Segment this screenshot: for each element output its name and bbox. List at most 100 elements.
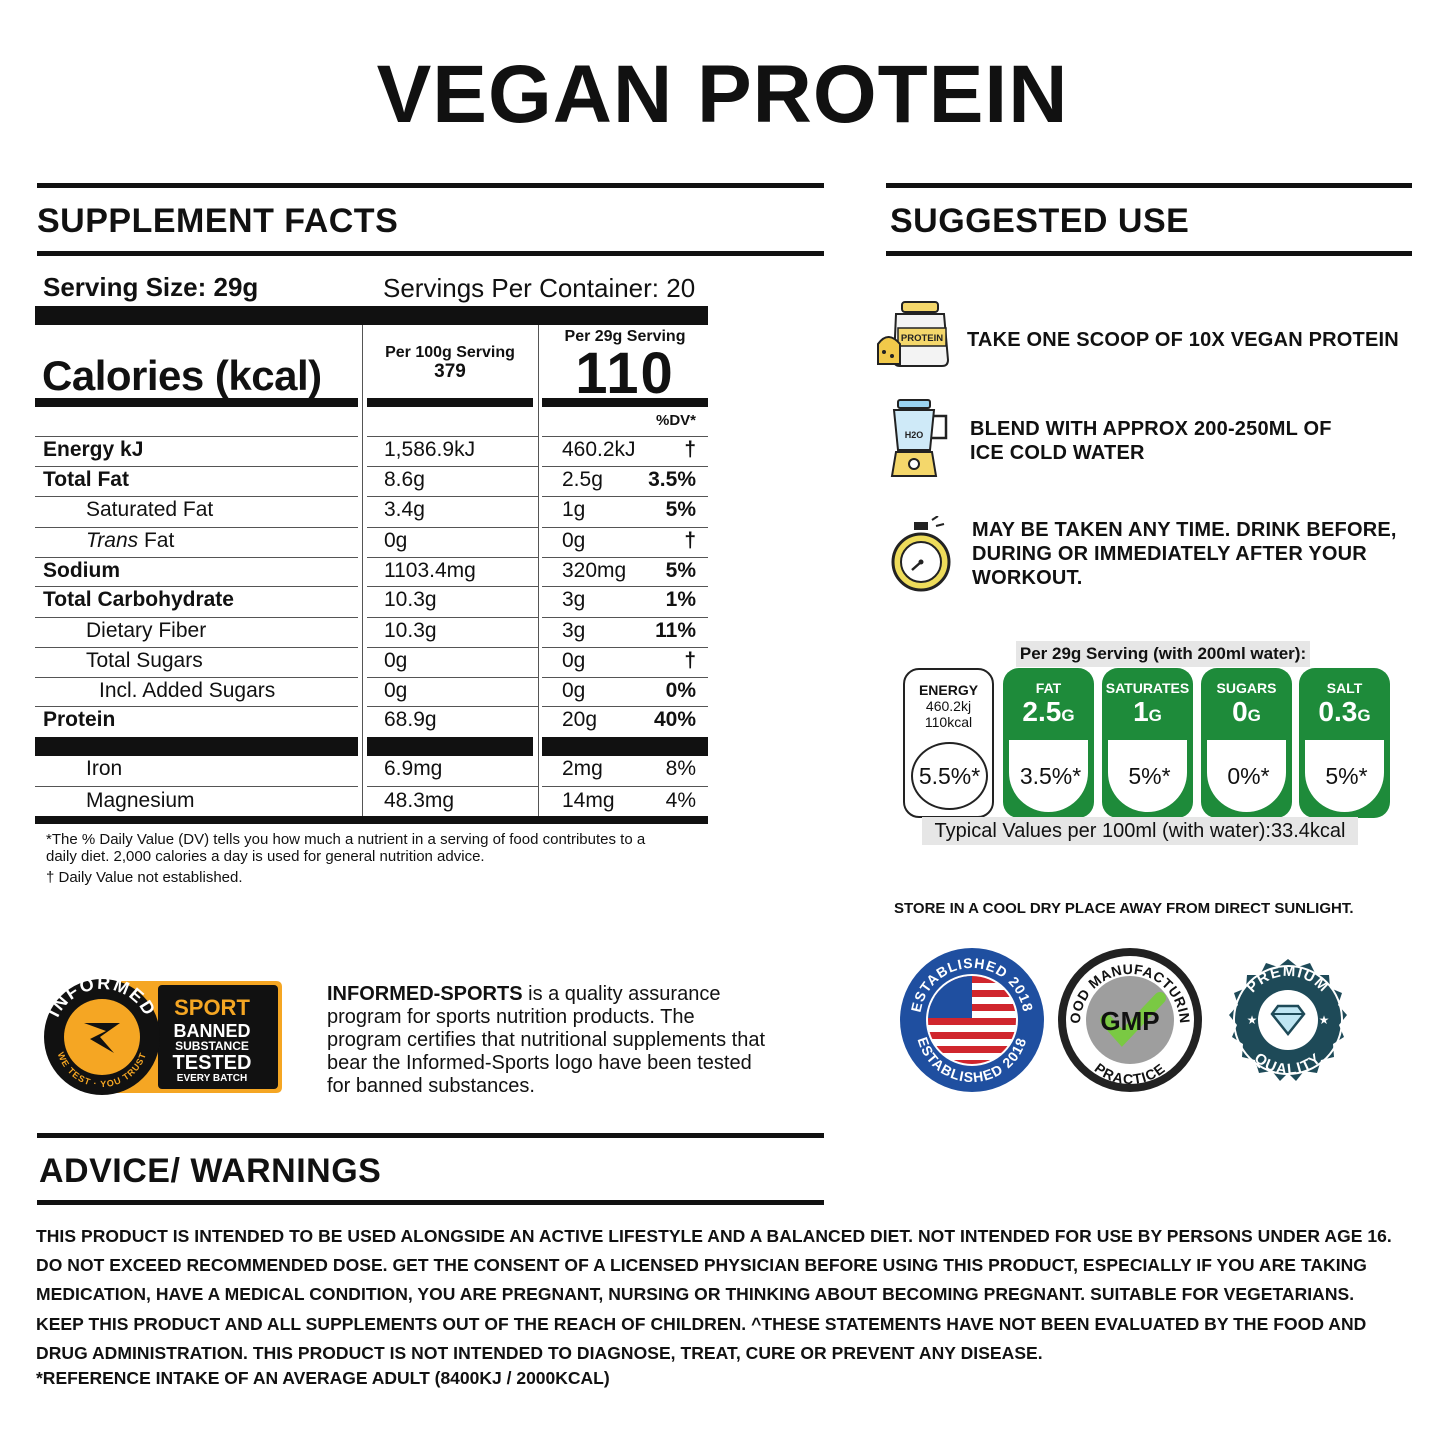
- row-divider: [35, 617, 358, 618]
- nutrient-name: Dietary Fiber: [86, 619, 207, 642]
- warning-line-3: MEDICATION, HAVE A MEDICAL CONDITION, YO…: [36, 1284, 1355, 1305]
- value-per-29g: 0g: [562, 529, 586, 552]
- tile-percent: 5%*: [1310, 742, 1383, 810]
- tile-unit: G: [1061, 706, 1075, 725]
- traffic-tile-energy: ENERGY 460.2kj 110kcal 5.5%*: [903, 668, 994, 818]
- tile-amount: 0.3: [1318, 696, 1358, 727]
- daily-value: 4%: [665, 789, 696, 812]
- thick-bar: [35, 816, 708, 824]
- traffic-label-footer: Typical Values per 100ml (with water):33…: [922, 817, 1358, 845]
- use-step-2-line-2: ICE COLD WATER: [970, 442, 1145, 464]
- value-per-100g: 68.9g: [384, 708, 437, 731]
- daily-value: 1%: [665, 588, 696, 611]
- thick-bar: [35, 398, 358, 407]
- nutrient-name: Total Carbohydrate: [43, 588, 234, 611]
- value-per-29g: 3g: [562, 588, 586, 611]
- row-divider: [367, 496, 538, 497]
- row-divider: [367, 586, 538, 587]
- footnote-dagger: † Daily Value not established.: [46, 869, 243, 886]
- row-divider: [367, 436, 538, 437]
- warning-line-2: DO NOT EXCEED RECOMMENDED DOSE. GET THE …: [36, 1255, 1367, 1276]
- substance-text: SUBSTANCE: [175, 1039, 249, 1053]
- divider: [886, 251, 1412, 256]
- row-divider: [542, 557, 708, 558]
- row-divider: [35, 647, 358, 648]
- protein-tub-icon: PROTEIN: [877, 301, 950, 367]
- informed-sport-logo: INFORMED WE TEST · YOU TRUST SPORT BANNE…: [43, 975, 282, 1095]
- value-per-100g: 0g: [384, 649, 408, 672]
- row-divider: [367, 677, 538, 678]
- tile-amount: 1: [1133, 696, 1149, 727]
- page-title: VEGAN PROTEIN: [376, 49, 1069, 140]
- value-per-100g: 1103.4mg: [384, 559, 476, 582]
- thick-bar: [542, 737, 708, 756]
- per-100g-header: Per 100g Serving 379: [368, 343, 532, 381]
- use-step-3-line-3: WORKOUT.: [972, 567, 1083, 589]
- sport-text: SPORT: [174, 995, 250, 1020]
- nutrient-name-rest: Fat: [138, 529, 175, 552]
- use-step-2: BLEND WITH APPROX 200-250ML OF ICE COLD …: [970, 417, 1332, 465]
- use-step-3-line-1: MAY BE TAKEN ANY TIME. DRINK BEFORE,: [972, 519, 1397, 541]
- calories-100g: 379: [434, 361, 466, 382]
- row-divider: [542, 586, 708, 587]
- row-divider: [542, 647, 708, 648]
- row-divider: [542, 436, 708, 437]
- suggested-use-heading: SUGGESTED USE: [890, 202, 1190, 240]
- use-step-3: MAY BE TAKEN ANY TIME. DRINK BEFORE, DUR…: [972, 518, 1397, 590]
- value-per-100g: 10.3g: [384, 588, 437, 611]
- row-divider: [542, 496, 708, 497]
- row-divider: [367, 617, 538, 618]
- energy-pct: 5.5%*: [911, 742, 988, 810]
- divider: [886, 183, 1412, 188]
- traffic-label-header: Per 29g Serving (with 200ml water):: [1016, 641, 1310, 667]
- divider: [37, 1200, 824, 1205]
- row-divider: [367, 647, 538, 648]
- blender-icon: H2O: [890, 399, 948, 477]
- tile-name: SUGARS: [1216, 680, 1277, 696]
- thick-bar: [367, 737, 533, 756]
- gmp-badge: GMP GOOD MANUFACTURING PRACTICE: [1056, 946, 1202, 1092]
- value-per-29g: 2mg: [562, 757, 603, 780]
- row-divider: [367, 706, 538, 707]
- tile-unit: G: [1148, 706, 1162, 725]
- footnote-dv-2: daily diet. 2,000 calories a day is used…: [46, 848, 485, 865]
- value-per-29g: 20g: [562, 708, 598, 731]
- warning-line-1: THIS PRODUCT IS INTENDED TO BE USED ALON…: [36, 1226, 1392, 1246]
- energy-name: ENERGY: [918, 682, 979, 698]
- banned-text: BANNED: [173, 1021, 250, 1041]
- value-per-29g: 14mg: [562, 789, 615, 812]
- dv-header: %DV*: [655, 412, 696, 429]
- row-divider: [542, 706, 708, 707]
- tile-percent: 0%*: [1212, 742, 1285, 810]
- footnote-dv-1: *The % Daily Value (DV) tells you how mu…: [46, 831, 646, 848]
- row-divider: [35, 557, 358, 558]
- col-separator: [362, 325, 363, 407]
- energy-kj: 460.2kj: [925, 698, 972, 714]
- every-batch-text: EVERY BATCH: [177, 1073, 247, 1084]
- daily-value: †: [684, 649, 696, 672]
- servings-per-container: Servings Per Container: 20: [383, 273, 696, 303]
- tile-percent: 5%*: [1113, 742, 1186, 810]
- value-per-100g: 0g: [384, 679, 408, 702]
- daily-value: 5%: [665, 559, 696, 582]
- serving-size: Serving Size: 29g: [43, 272, 259, 302]
- divider: [37, 1133, 824, 1138]
- informed-sports-name: INFORMED-SPORTS: [327, 983, 523, 1005]
- value-per-29g: 0g: [562, 679, 586, 702]
- nutrient-name: Total Sugars: [86, 649, 203, 672]
- divider: [37, 251, 824, 256]
- row-divider: [35, 466, 358, 467]
- nutrient-name: Protein: [43, 708, 116, 731]
- use-step-3-line-2: DURING OR IMMEDIATELY AFTER YOUR: [972, 543, 1367, 565]
- star-icon: ★: [1319, 1013, 1330, 1027]
- value-per-100g: 8.6g: [384, 468, 425, 491]
- warning-line-4: KEEP THIS PRODUCT AND ALL SUPPLEMENTS OU…: [36, 1313, 1367, 1334]
- energy-kcal: 110kcal: [924, 714, 973, 730]
- row-divider: [35, 786, 358, 787]
- value-per-29g: 460.2kJ: [562, 438, 636, 461]
- col-separator: [538, 407, 539, 817]
- row-divider: [35, 496, 358, 497]
